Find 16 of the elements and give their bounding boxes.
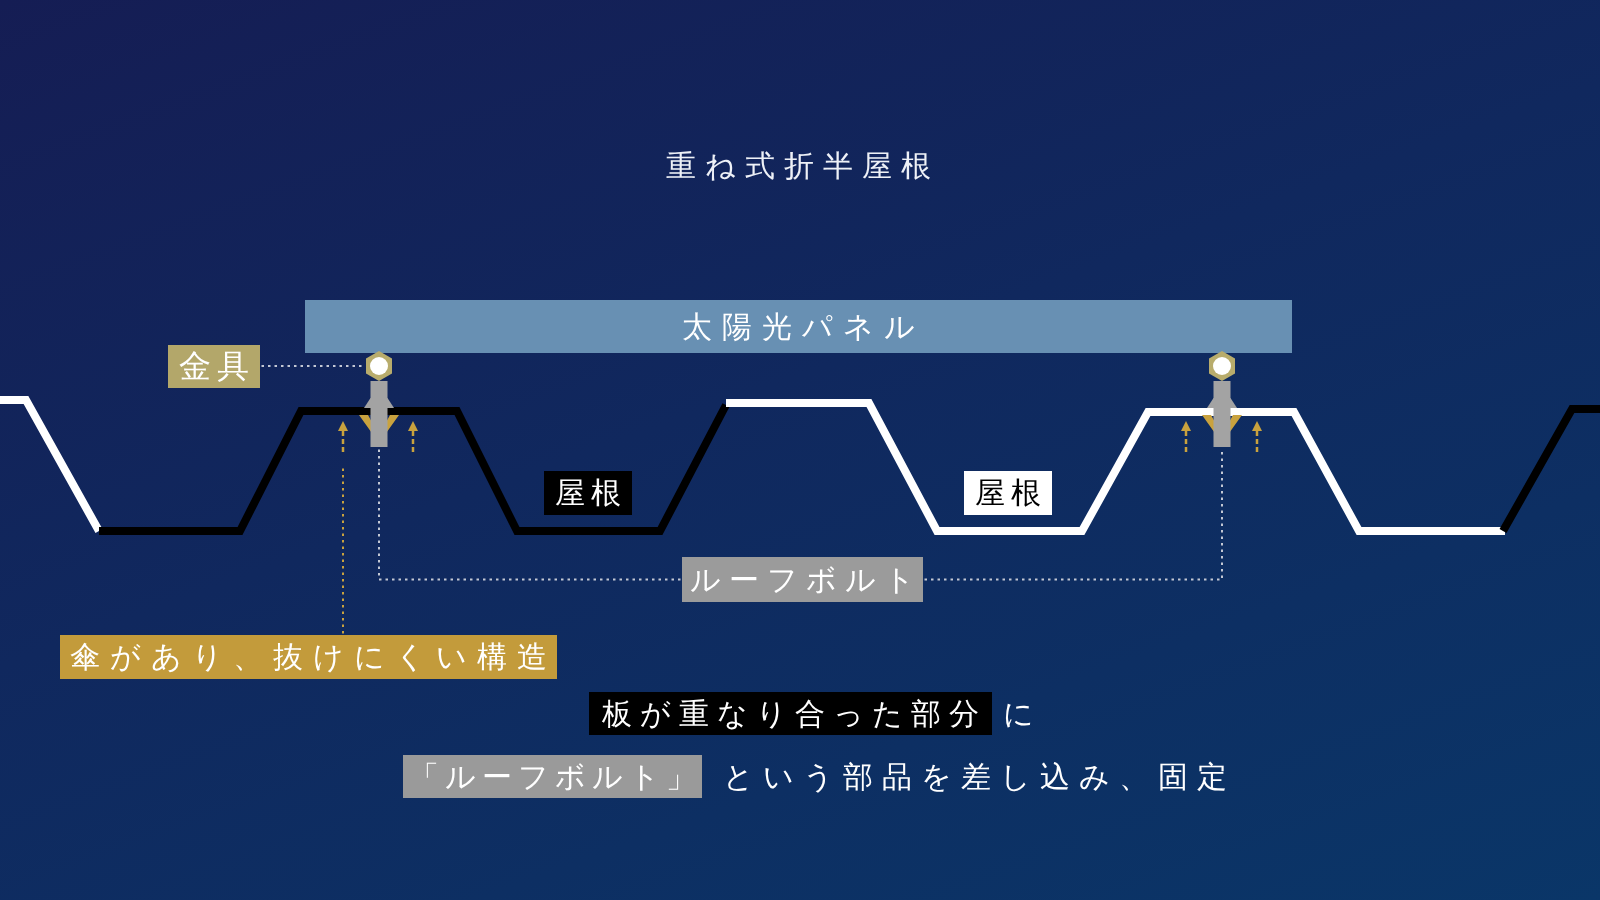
hex-fitting-icon xyxy=(366,351,392,381)
part-label: 屋根 xyxy=(964,471,1052,515)
bolt-icon xyxy=(1200,381,1244,447)
subtitle-text: という部品を差し込み、固定 xyxy=(722,758,1236,796)
leader-line xyxy=(378,447,682,581)
part-label: ルーフボルト xyxy=(682,557,923,602)
diagram-title: 重ね式折半屋根 xyxy=(664,147,940,185)
part-label: 屋根 xyxy=(544,471,632,515)
hex-fitting-icon xyxy=(1209,351,1235,381)
callout-label: 傘があり、抜けにくい構造 xyxy=(60,635,557,679)
part-label: 金具 xyxy=(168,345,260,388)
highlighted-text: 板が重なり合った部分 xyxy=(589,692,992,735)
solar-panel: 太陽光パネル xyxy=(305,300,1292,353)
subtitle-text: に xyxy=(1002,695,1042,733)
bolt-icon xyxy=(357,381,401,447)
highlighted-text: 「ルーフボルト」 xyxy=(403,755,702,798)
